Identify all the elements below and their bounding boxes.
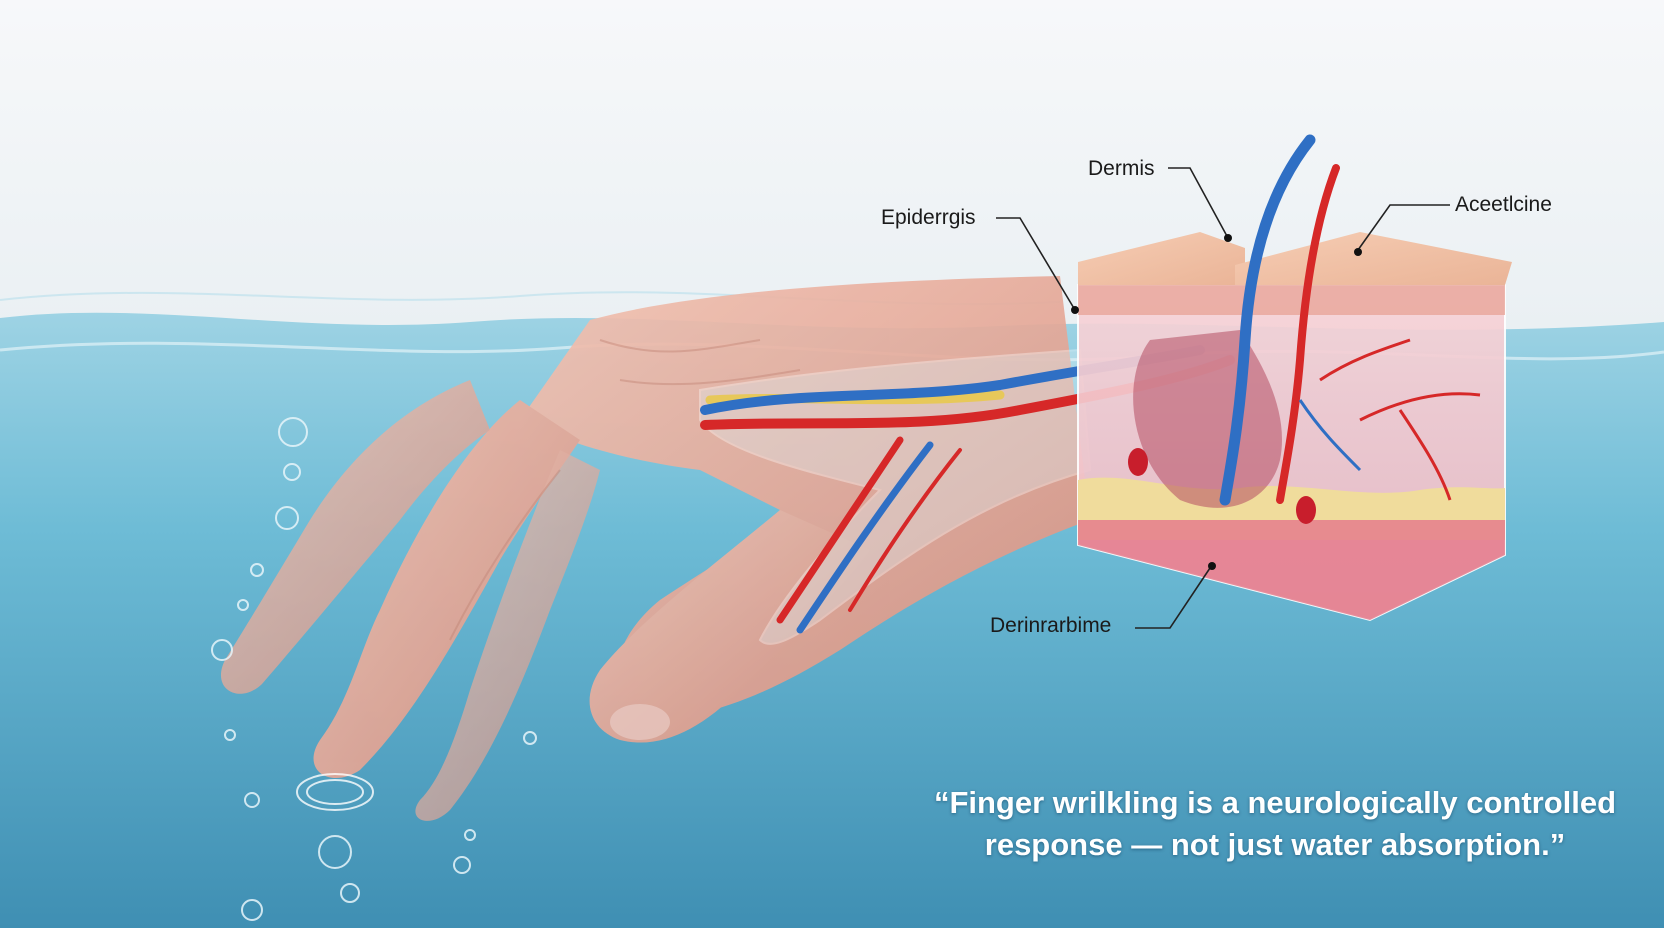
label-epidermis: Epiderrgis: [881, 206, 976, 229]
thumbnail: [610, 704, 670, 740]
leader-dermis: [1168, 167, 1229, 239]
leader-dots: [1071, 234, 1362, 570]
epidermis-layer: [1078, 285, 1505, 315]
finger-index: [313, 400, 580, 779]
label-dermis: Dermis: [1088, 157, 1155, 180]
leader-bottom: [1135, 567, 1211, 629]
blood-drop-left: [1128, 448, 1148, 476]
blood-drop-right: [1296, 496, 1316, 524]
artery-vertical: [1276, 164, 1340, 504]
skin-cube: [1077, 134, 1512, 622]
bubbles: [211, 417, 537, 921]
quote-line-2: response — not just water absorption.”: [984, 827, 1566, 862]
quote-caption: “Finger wrilkling is a neurologically co…: [930, 782, 1620, 866]
label-acetylcholine: Aceetlcine: [1455, 193, 1552, 216]
cube-top-left: [1078, 232, 1245, 285]
hypodermis-band: [1078, 520, 1505, 620]
ripple-rings: [296, 773, 374, 811]
leader-acetylcholine: [1357, 204, 1450, 251]
finger-middle: [220, 380, 490, 694]
cube-top-right: [1235, 232, 1512, 285]
leader-lines: [996, 167, 1450, 629]
finger-ring: [415, 450, 600, 821]
leader-epidermis: [996, 217, 1076, 311]
hand: [220, 276, 1090, 821]
label-bottom: Derinrarbime: [990, 614, 1112, 637]
vein-vertical: [1219, 134, 1316, 506]
quote-line-1: “Finger wrilkling is a neurologically co…: [933, 785, 1617, 820]
thumb: [589, 510, 870, 743]
